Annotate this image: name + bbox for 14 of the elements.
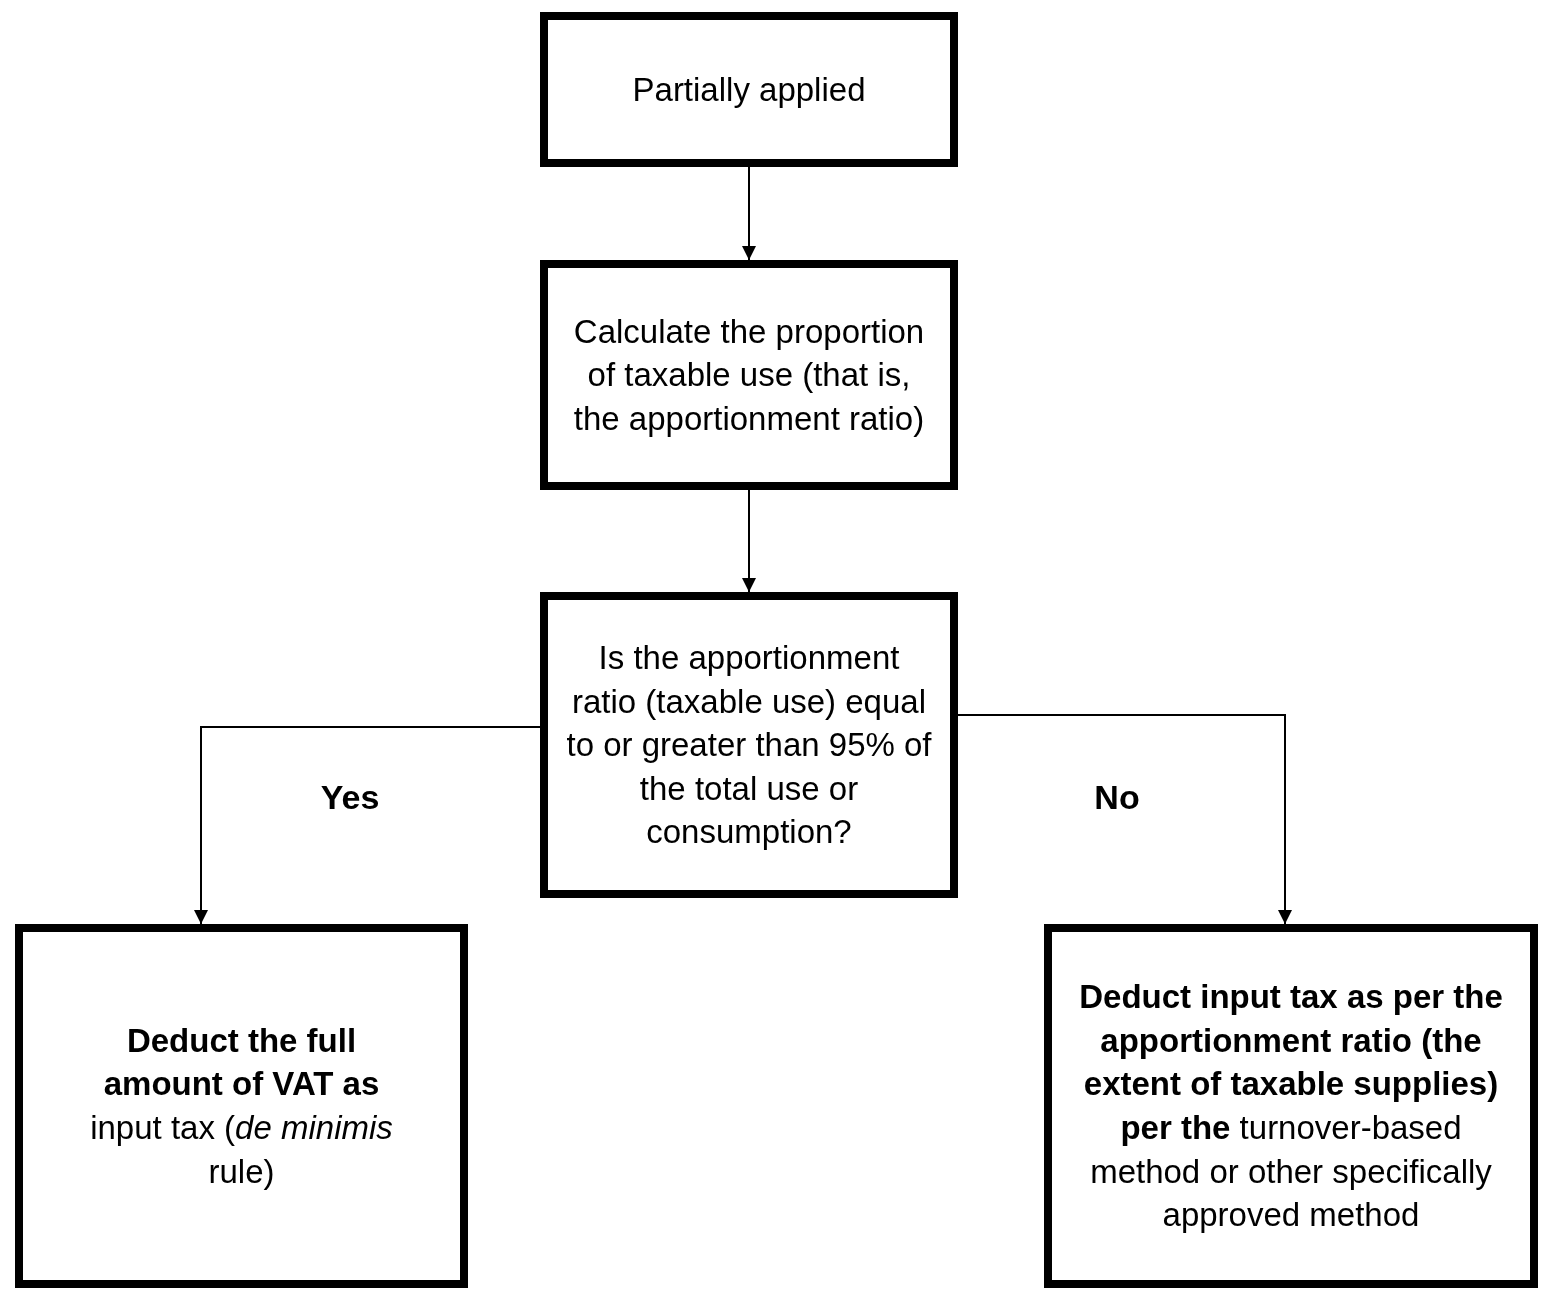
arrow bbox=[742, 489, 756, 593]
box-text: Deduct the full amount of VAT as input tax (de minimis rule) bbox=[89, 1020, 394, 1192]
arrow bbox=[742, 166, 756, 261]
process-box bbox=[540, 260, 958, 490]
process-box bbox=[15, 924, 468, 1288]
box-text: Deduct input tax as per the apportionment ratio (the extent of taxable supplies) per the turnover-based method or other specifically approved method bbox=[1078, 977, 1504, 1236]
box-text: Is the apportionment ratio (taxable use) equal to or greater than 95% of the total use or consumption? bbox=[565, 638, 933, 853]
arrow bbox=[957, 714, 1292, 925]
box-text: Partially applied bbox=[632, 69, 866, 110]
decision-box bbox=[540, 592, 958, 898]
box-text: Calculate the proportion of taxable use (that is, the apportionment ratio) bbox=[572, 311, 926, 439]
process-box bbox=[1044, 924, 1538, 1288]
process-box bbox=[540, 12, 958, 167]
arrow bbox=[194, 726, 541, 925]
